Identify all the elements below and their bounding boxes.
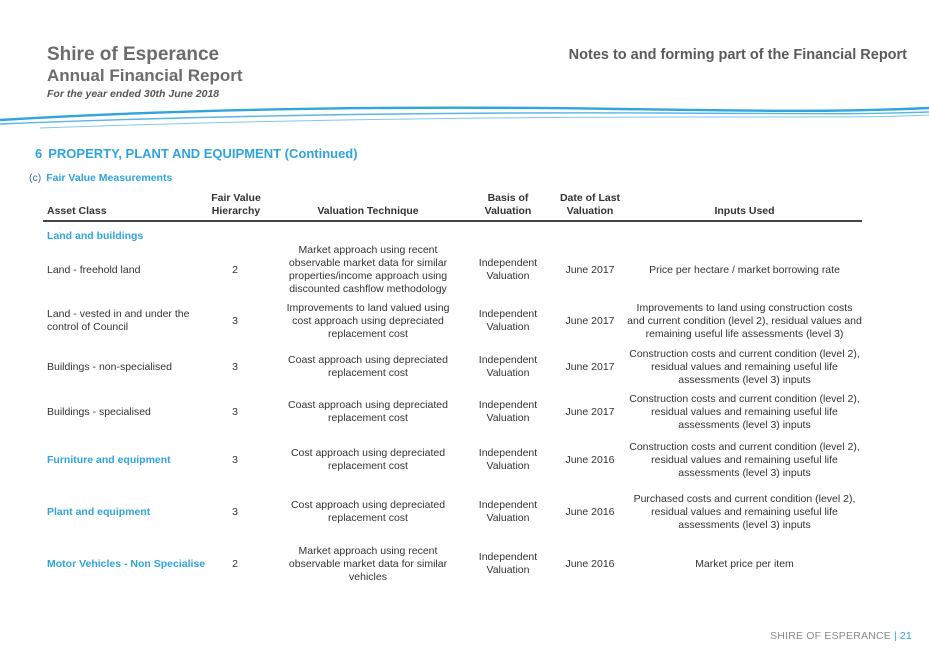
cell-inputs: Construction costs and current condition… <box>629 440 860 479</box>
cell-hierarchy: 3 <box>232 453 238 466</box>
col-date: Date of Last Valuation <box>551 192 629 218</box>
table-row: Buildings - specialised 3 Coast approach… <box>43 391 862 433</box>
table-row: Furniture and equipment 3 Cost approach … <box>43 439 862 481</box>
cell-technique: Coast approach using depreciated replace… <box>288 399 448 424</box>
col-basis-line2: Valuation <box>484 205 532 217</box>
group-label-land-buildings: Land and buildings <box>47 230 144 242</box>
sub-heading-label: (c) <box>29 172 42 184</box>
cell-hierarchy: 2 <box>232 263 238 276</box>
report-period: For the year ended 30th June 2018 <box>47 88 220 100</box>
header-wave-decoration <box>0 106 929 129</box>
cell-date: June 2017 <box>565 405 615 418</box>
cell-date: June 2016 <box>565 505 615 518</box>
fair-value-table: Asset Class Fair Value Hierarchy Valuati… <box>43 192 862 583</box>
table-row: Motor Vehicles - Non Specialise 2 Market… <box>43 543 862 585</box>
sub-heading-title: Fair Value Measurements <box>46 172 173 184</box>
col-date-line2: Valuation <box>566 205 614 217</box>
cell-hierarchy: 3 <box>232 314 238 327</box>
col-basis: Basis of Valuation <box>463 192 553 218</box>
cell-asset-class: Furniture and equipment <box>47 453 171 466</box>
footer-org: SHIRE OF ESPERANCE <box>770 630 891 642</box>
cell-basis: Independent Valuation <box>478 399 538 424</box>
sub-heading: (c) Fair Value Measurements <box>29 172 172 184</box>
cell-asset-class: Buildings - specialised <box>47 405 151 418</box>
cell-technique: Market approach using recent observable … <box>288 244 448 295</box>
cell-technique: Coast approach using depreciated replace… <box>288 354 448 379</box>
table-row: Land - vested in and under the control o… <box>43 300 862 342</box>
cell-hierarchy: 3 <box>232 360 238 373</box>
cell-inputs: Market price per item <box>695 557 794 570</box>
col-technique: Valuation Technique <box>317 205 419 217</box>
cell-asset-class: Buildings - non-specialised <box>47 360 172 373</box>
cell-date: June 2017 <box>565 263 615 276</box>
cell-date: June 2016 <box>565 557 615 570</box>
cell-basis: Independent Valuation <box>478 447 538 472</box>
cell-technique: Improvements to land valued using cost a… <box>286 301 450 340</box>
cell-inputs: Price per hectare / market borrowing rat… <box>649 263 840 276</box>
cell-inputs: Improvements to land using construction … <box>627 301 862 340</box>
col-date-line1: Date of Last <box>559 192 621 204</box>
cell-inputs: Construction costs and current condition… <box>629 392 860 431</box>
footer-separator: | <box>893 630 897 642</box>
col-hierarchy-line2: Hierarchy <box>211 205 261 217</box>
table-row: Buildings - non-specialised 3 Coast appr… <box>43 346 862 388</box>
cell-date: June 2017 <box>565 314 615 327</box>
cell-basis: Independent Valuation <box>478 308 538 333</box>
cell-basis: Independent Valuation <box>478 354 538 379</box>
cell-basis: Independent Valuation <box>478 499 538 524</box>
table-header: Asset Class Fair Value Hierarchy Valuati… <box>43 192 862 222</box>
cell-date: June 2017 <box>565 360 615 373</box>
cell-basis: Independent Valuation <box>478 257 538 282</box>
section-number: 6 <box>35 146 43 161</box>
cell-hierarchy: 3 <box>232 405 238 418</box>
col-basis-line1: Basis of <box>487 192 529 204</box>
cell-technique: Cost approach using depreciated replacem… <box>290 447 446 472</box>
col-hierarchy: Fair Value Hierarchy <box>209 192 263 218</box>
cell-date: June 2016 <box>565 453 615 466</box>
cell-asset-class: Motor Vehicles - Non Specialise <box>47 557 206 570</box>
page-number: 21 <box>899 630 912 642</box>
section-heading: 6 PROPERTY, PLANT AND EQUIPMENT (Continue… <box>35 146 358 161</box>
cell-inputs: Construction costs and current condition… <box>629 347 860 386</box>
page-footer: SHIRE OF ESPERANCE|21 <box>770 630 912 642</box>
cell-technique: Market approach using recent observable … <box>288 544 448 583</box>
cell-hierarchy: 3 <box>232 505 238 518</box>
section-title: PROPERTY, PLANT AND EQUIPMENT (Continued… <box>48 146 358 161</box>
table-row: Land - freehold land 2 Market approach u… <box>43 244 862 296</box>
report-title: Annual Financial Report <box>47 66 243 85</box>
organisation-name: Shire of Esperance <box>47 44 220 65</box>
cell-technique: Cost approach using depreciated replacem… <box>290 499 446 524</box>
table-row: Plant and equipment 3 Cost approach usin… <box>43 491 862 533</box>
cell-asset-class: Land - freehold land <box>47 263 141 276</box>
cell-basis: Independent Valuation <box>478 551 538 576</box>
notes-title: Notes to and forming part of the Financi… <box>568 47 907 63</box>
col-inputs: Inputs Used <box>714 205 775 217</box>
col-asset-class: Asset Class <box>47 205 107 217</box>
cell-asset-class: Plant and equipment <box>47 505 151 518</box>
cell-asset-class: Land - vested in and under the control o… <box>47 308 190 333</box>
cell-hierarchy: 2 <box>232 557 238 570</box>
col-hierarchy-line1: Fair Value <box>211 192 261 204</box>
cell-inputs: Purchased costs and current condition (l… <box>633 492 856 531</box>
